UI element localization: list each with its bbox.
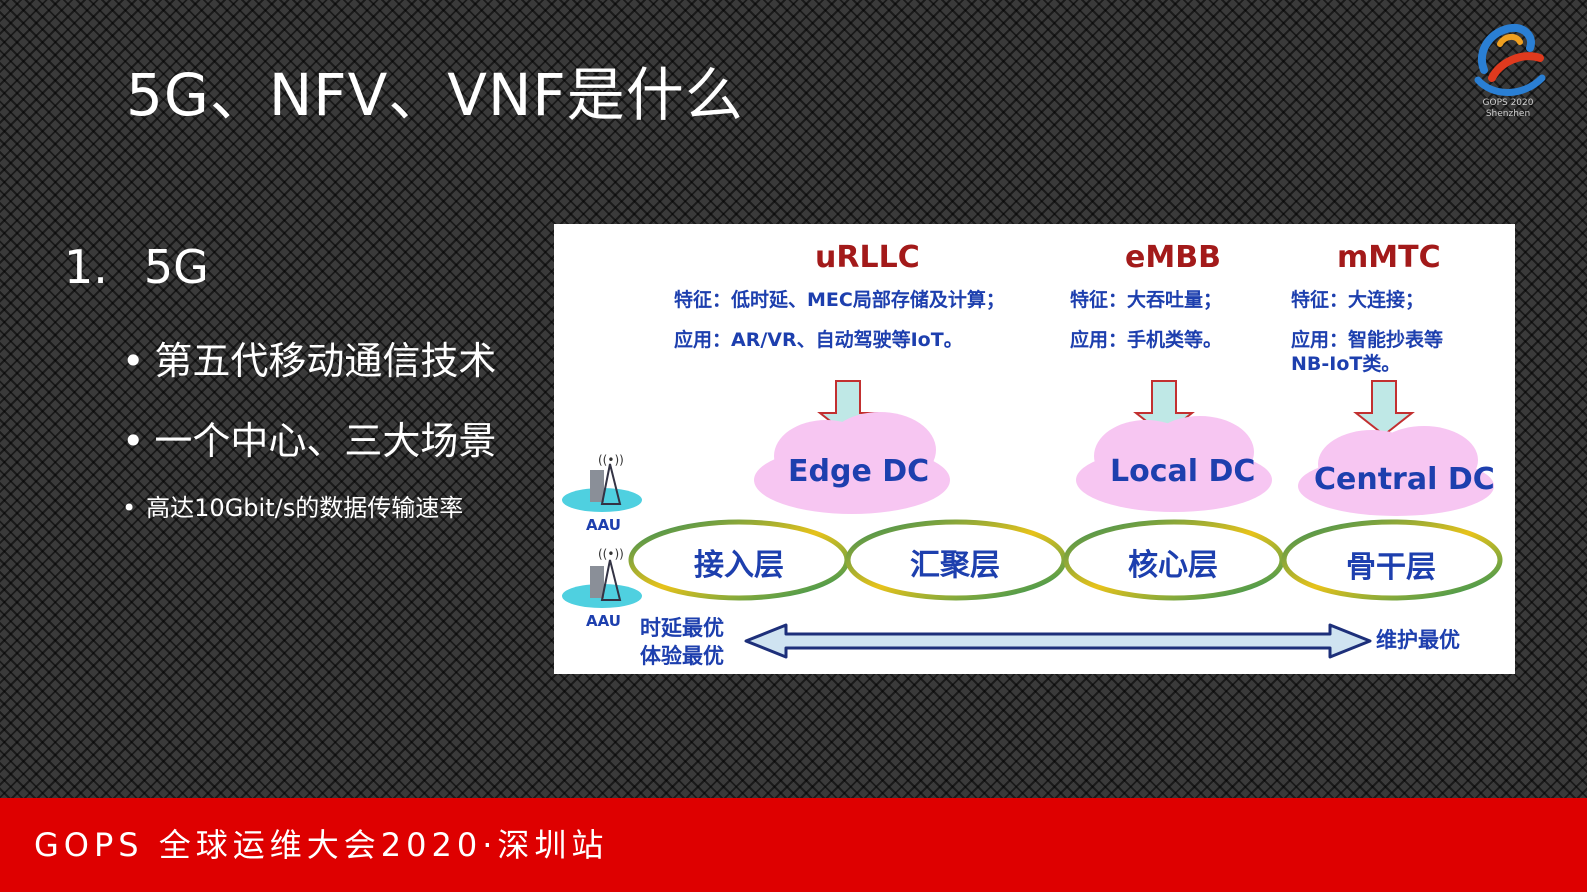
scenario-feature: 特征：低时延、MEC局部存储及计算； (674, 289, 1005, 311)
bullet-marker: • (122, 339, 145, 383)
layer-access: 接入层 (694, 548, 784, 583)
scenario-embb: eMBB (1125, 240, 1221, 275)
dc-central: Central DC (1314, 462, 1495, 497)
bullet-text: 第五代移动通信技术 (154, 339, 497, 383)
section-heading: 1. 5G (64, 240, 209, 294)
svg-text:((•)): ((•)) (598, 547, 624, 561)
logo-caption-line1: GOPS 2020 (1482, 98, 1534, 108)
bullet-item: •第五代移动通信技术 (122, 330, 496, 385)
slide-title: 5G、NFV、VNF是什么 (126, 61, 744, 129)
bullet-item: • 高达10Gbit/s的数据传输速率 (122, 488, 463, 523)
scenario-feature: 特征：大连接； (1291, 289, 1425, 311)
dc-local: Local DC (1110, 454, 1256, 489)
layer-core: 核心层 (1128, 548, 1218, 583)
axis-right-label: 维护最优 (1376, 628, 1460, 652)
axis-left-line2: 体验最优 (640, 644, 724, 668)
bullet-text: 高达10Gbit/s的数据传输速率 (146, 494, 464, 522)
bullet-text: 一个中心、三大场景 (154, 419, 497, 463)
layer-backbone: 骨干层 (1346, 550, 1436, 585)
bullet-item: •一个中心、三大场景 (122, 410, 496, 465)
scenario-application: 应用：手机类等。 (1070, 329, 1223, 351)
axis-left-line1: 时延最优 (640, 616, 724, 640)
footer-bar (0, 798, 1587, 892)
scenario-application: 应用：智能抄表等 NB-IoT类。 (1291, 329, 1444, 375)
svg-text:((•)): ((•)) (598, 453, 624, 467)
bullet-marker: • (122, 419, 145, 463)
logo-caption-line2: Shenzhen (1485, 109, 1531, 119)
heading-number: 1. (64, 240, 108, 294)
scenario-feature: 特征：大吞吐量； (1070, 289, 1223, 311)
bullet-marker: • (122, 494, 137, 522)
gops-logo-icon (1474, 23, 1546, 96)
axis-left-label: 时延最优 体验最优 (640, 614, 724, 670)
layer-ring-icon (628, 519, 1503, 601)
scenario-application: 应用：AR/VR、自动驾驶等IoT。 (674, 329, 963, 351)
scenario-mmtc: mMTC (1337, 240, 1441, 275)
5g-scenario-diagram: ((•)) ((•)) uRLLC eMBB mMTC 特征：低时延、MEC局部… (554, 224, 1515, 674)
double-arrow-icon (744, 623, 1372, 659)
cloud-icon (754, 412, 1494, 516)
layer-aggregation: 汇聚层 (910, 548, 1000, 583)
antenna-tower-icon: ((•)) ((•)) (562, 453, 642, 608)
scenario-urllc: uRLLC (815, 240, 920, 275)
logo-caption: GOPS 2020 Shenzhen (1466, 98, 1550, 120)
footer-text: GOPS 全球运维大会2020·深圳站 (34, 826, 609, 864)
aau-label: AAU (586, 612, 621, 630)
diagram-graphics: ((•)) ((•)) (562, 380, 1503, 659)
heading-text: 5G (143, 240, 209, 294)
dc-edge: Edge DC (788, 454, 930, 489)
aau-label: AAU (586, 516, 621, 534)
